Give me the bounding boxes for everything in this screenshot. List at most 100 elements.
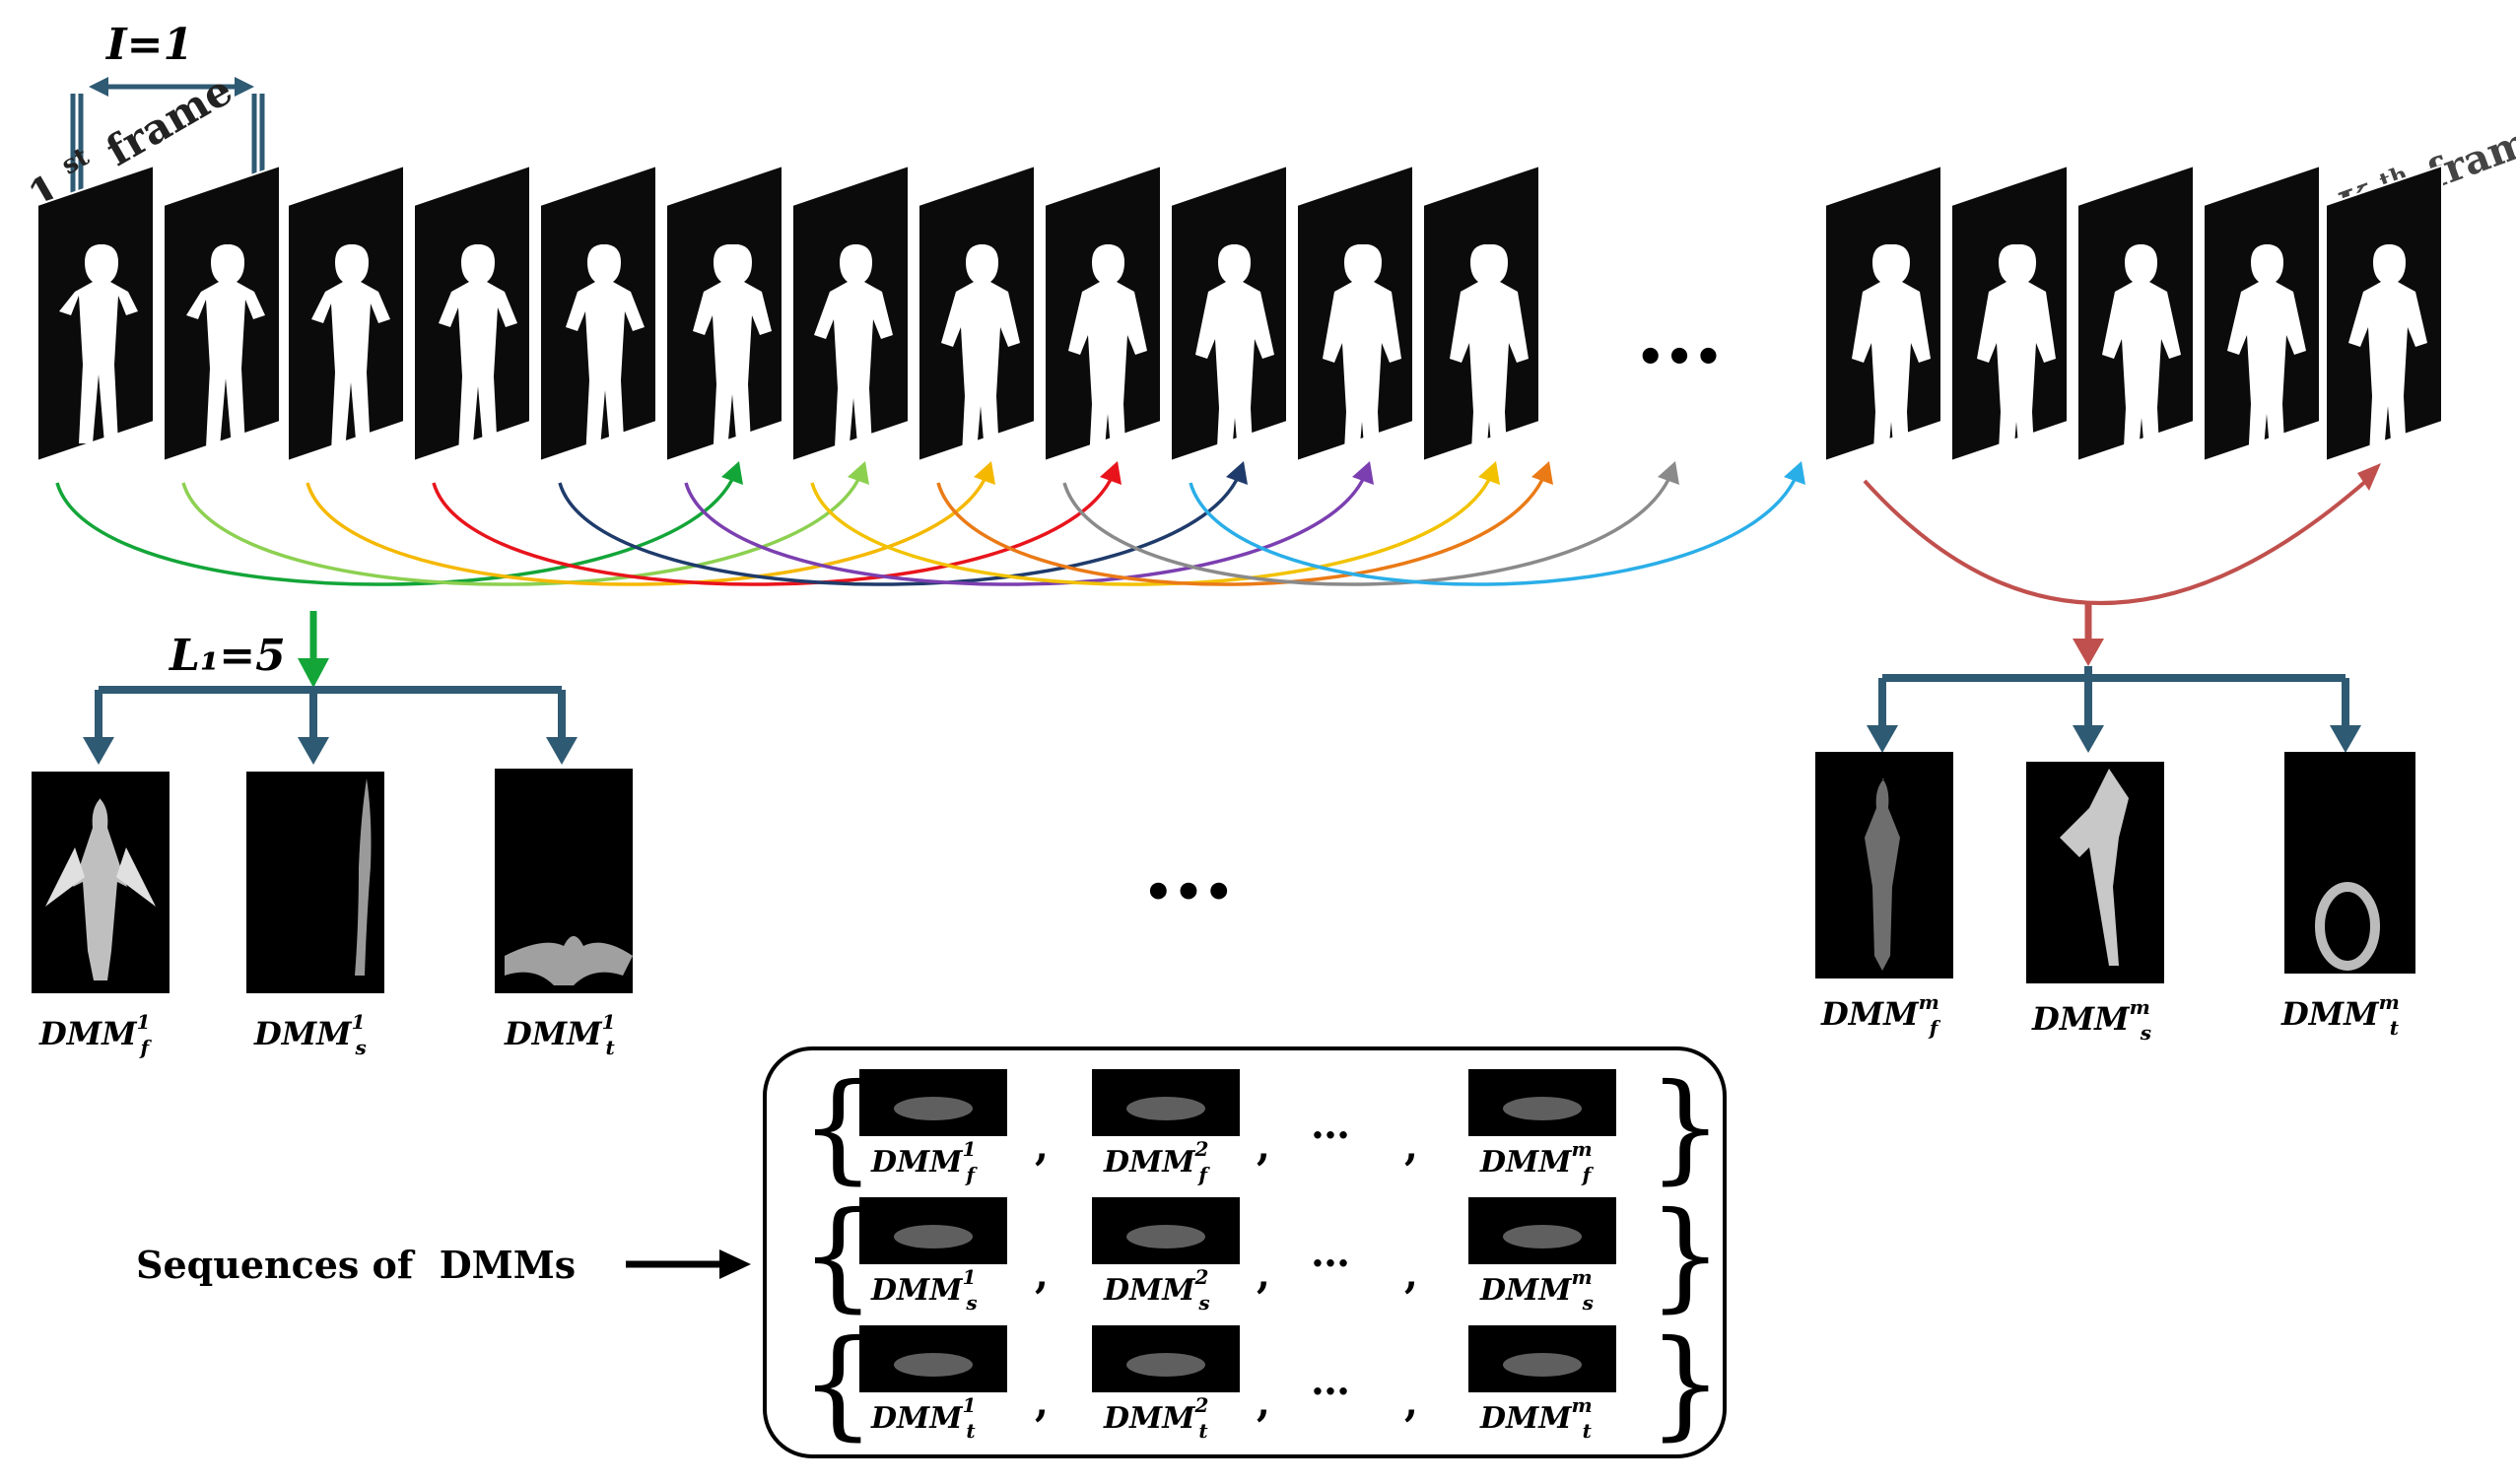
dmm-front-image-m [1815,752,1953,978]
depth-frame [1950,164,2069,491]
depth-frame [2203,164,2321,483]
dmm-sup: 1 [962,1265,976,1289]
interval-label: I=1 [104,20,193,70]
dmm-sub: f [1928,1016,1941,1040]
window-arc [181,461,869,586]
window-arc [55,461,743,586]
depth-frame [1296,164,1414,491]
window-arc [810,461,1500,586]
person-silhouette [1068,244,1147,483]
dmm-base: DMM [870,1145,963,1180]
person-silhouette [1450,244,1529,491]
comma: , [1404,1251,1418,1298]
window-arc [432,461,1122,586]
dmm-sub: t [1583,1419,1593,1443]
first-frame-word: frame [98,65,240,175]
window-arc [306,461,995,586]
dmm-sup: 2 [1193,1137,1208,1161]
dmm-sub: t [606,1036,616,1059]
depth-frame [1170,164,1288,487]
dmm-thumbnail-content [1503,1097,1582,1120]
right-brace: } [1648,1059,1723,1196]
depth-frame [1422,164,1540,491]
depth-frame [1044,164,1162,483]
sequences-arrow [626,1249,751,1279]
window-arc [1062,461,1679,586]
dmm-thumbnail-content [894,1353,973,1377]
dmm-sub: s [355,1036,367,1059]
person-silhouette [693,244,772,463]
person-silhouette [1195,244,1274,487]
dmm-sup: 1 [962,1137,976,1161]
dmm-base: DMM [870,1273,963,1308]
dmm-sup: 1 [137,1010,151,1034]
comma: , [1257,1380,1270,1426]
dmm-sup: m [1919,990,1939,1014]
comma: , [1035,1380,1049,1426]
person-silhouette [941,244,1020,475]
dmm-thumbnail-content [1503,1353,1582,1377]
left-branch [83,686,578,765]
depth-frame [163,164,281,463]
dmm-sup: 1 [352,1010,366,1034]
comma: , [1257,1251,1270,1298]
depth-frame [36,164,155,463]
dmm-base: DMM [1479,1401,1572,1436]
dmm-base: DMM [1479,1273,1572,1308]
dmm-sub: t [2390,1016,2400,1040]
dmm-thumbnail-content [894,1097,973,1120]
dmm-base: DMM [1820,995,1920,1033]
dmm-sub: f [1196,1163,1210,1186]
dmm-sup: m [2379,990,2400,1014]
dmm-thumbnail-content [894,1225,973,1248]
dmm-sup: 2 [1193,1265,1208,1289]
person-silhouette [311,244,390,451]
person-silhouette [814,244,893,467]
dmm-sup: 2 [1193,1393,1208,1417]
dmm-side-image-1 [246,772,384,993]
depth-frame [918,164,1036,475]
depth-frame [413,164,531,463]
green-down-arrow [298,611,329,688]
sequences-caption: Sequences of DMMs [136,1243,576,1287]
first-frame-sup: st [56,142,94,180]
person-silhouette [2348,244,2427,475]
dmm-sub: f [1581,1163,1595,1186]
dmm-sub: s [1582,1291,1594,1315]
person-silhouette [1323,244,1401,491]
dmm-sub: s [1197,1291,1209,1315]
depth-frame [665,164,783,463]
comma: , [1035,1251,1049,1298]
right-brace: } [1648,1187,1723,1324]
dmm-sup: m [1571,1137,1592,1161]
comma: , [1404,1123,1418,1170]
dmm-base: DMM [1103,1273,1195,1308]
dmm-thumbnail-content [1126,1353,1205,1377]
dmm-sub: f [964,1163,978,1186]
person-silhouette [186,244,265,447]
dmm-base: DMM [2031,1000,2131,1038]
middle-ellipsis: ••• [1143,865,1234,920]
sequence-dots: … [1311,1230,1350,1276]
right-brace: } [1648,1315,1723,1452]
person-silhouette [1977,244,2056,491]
depth-frame [1824,164,1942,491]
person-silhouette [566,244,645,459]
dmm-thumbnail-content [1126,1097,1205,1120]
dmm-base: DMM [1103,1145,1195,1180]
dmm-base: DMM [504,1015,603,1052]
dmm-base: DMM [1103,1401,1195,1436]
